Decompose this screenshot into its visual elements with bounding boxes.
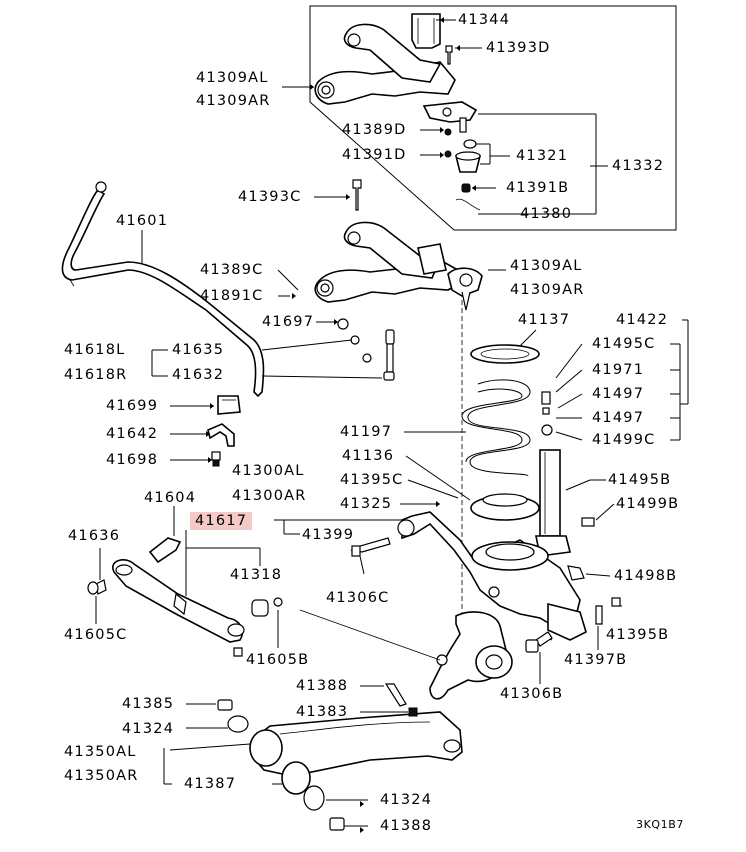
leader-lines [95, 19, 689, 827]
label-41604: 41604 [144, 490, 197, 506]
label-41344: 41344 [458, 12, 511, 28]
label-41636: 41636 [68, 528, 121, 544]
label-41387: 41387 [184, 776, 237, 792]
label-41309AL-inset: 41309AL [196, 70, 269, 86]
stabilizer-link [337, 318, 395, 381]
label-41137: 41137 [518, 312, 571, 328]
label-41300AR: 41300AR [232, 488, 307, 504]
label-41332: 41332 [612, 158, 665, 174]
label-41891C: 41891C [200, 288, 264, 304]
label-41499C: 41499C [592, 432, 656, 448]
label-41300AL: 41300AL [232, 463, 305, 479]
label-41618R: 41618R [64, 367, 128, 383]
label-41632: 41632 [172, 367, 225, 383]
upper-arm-main [314, 179, 483, 311]
label-41324-lower: 41324 [380, 792, 433, 808]
label-41422: 41422 [616, 312, 669, 328]
label-41324-upper: 41324 [122, 721, 175, 737]
trailing-arm [217, 631, 553, 831]
bolt-head-41306C [351, 545, 361, 557]
label-41395B: 41395B [606, 627, 670, 643]
label-41197: 41197 [340, 424, 393, 440]
label-41642: 41642 [106, 426, 159, 442]
label-41498B: 41498B [614, 568, 678, 584]
label-41698: 41698 [106, 452, 159, 468]
label-41321: 41321 [516, 148, 569, 164]
label-41325: 41325 [340, 496, 393, 512]
label-41697: 41697 [262, 314, 315, 330]
label-41136: 41136 [342, 448, 395, 464]
label-41497-b: 41497 [592, 410, 645, 426]
label-41618L: 41618L [64, 342, 126, 358]
label-41617-highlighted: 41617 [190, 512, 253, 530]
label-41309AL-main: 41309AL [510, 258, 583, 274]
label-41393D: 41393D [486, 40, 551, 56]
label-41499B: 41499B [616, 496, 680, 512]
label-41495B: 41495B [608, 472, 672, 488]
lower-arm-left [87, 537, 283, 657]
label-41309AR-main: 41309AR [510, 282, 585, 298]
label-41391B: 41391B [506, 180, 570, 196]
label-41635: 41635 [172, 342, 225, 358]
label-41605B: 41605B [246, 652, 310, 668]
label-41605C: 41605C [64, 627, 128, 643]
label-41383: 41383 [296, 704, 349, 720]
label-41495C: 41495C [592, 336, 656, 352]
label-41395C: 41395C [340, 472, 404, 488]
label-41306C: 41306C [326, 590, 390, 606]
label-41699: 41699 [106, 398, 159, 414]
label-41497-a: 41497 [592, 386, 645, 402]
label-41380: 41380 [520, 206, 573, 222]
coil-spring [461, 300, 540, 620]
label-41350AL: 41350AL [64, 744, 137, 760]
label-41971: 41971 [592, 362, 645, 378]
label-41601: 41601 [116, 213, 169, 229]
label-41399: 41399 [302, 527, 355, 543]
label-41397B: 41397B [564, 652, 628, 668]
diagram-code: 3KQ1B7 [636, 818, 685, 831]
label-41388-upper: 41388 [296, 678, 349, 694]
stabilizer-bar [61, 181, 265, 398]
label-41385: 41385 [122, 696, 175, 712]
label-41306B: 41306B [500, 686, 564, 702]
label-41350AR: 41350AR [64, 768, 139, 784]
label-41388-lower: 41388 [380, 818, 433, 834]
arrow-tips [206, 17, 476, 833]
label-41389D: 41389D [342, 122, 407, 138]
label-41318: 41318 [230, 567, 283, 583]
bushing-bracket [207, 395, 241, 467]
knuckle-arm [299, 511, 621, 700]
upper-arm-inset [314, 13, 482, 211]
label-41309AR-inset: 41309AR [196, 93, 271, 109]
label-41389C: 41389C [200, 262, 264, 278]
label-41391D: 41391D [342, 147, 407, 163]
label-41393C: 41393C [238, 189, 302, 205]
